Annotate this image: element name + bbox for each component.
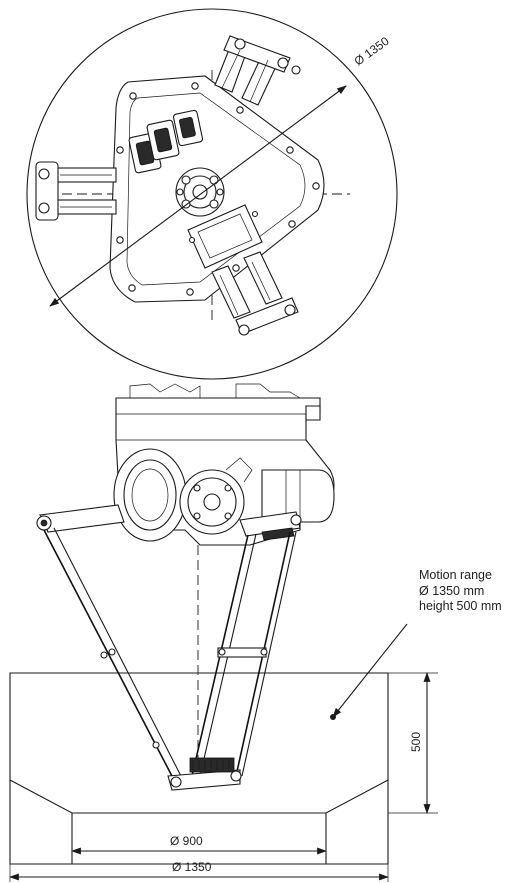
workspace-envelope: Ø 900 Ø 1350 500 [9,623,438,882]
right-upper-arm [239,511,302,541]
housing-oval [113,448,187,542]
outer-diameter-label: Ø 1350 [172,860,212,874]
top-diameter-label: Ø 1350 [352,34,392,69]
motor-cylinder [261,469,335,523]
left-upper-arm [36,504,125,533]
workspace-circle-top-view [26,8,398,380]
top-diameter-dimension-line [49,85,347,307]
height-label: 500 [409,732,423,752]
motion-range-title: Motion range [419,568,492,582]
motion-range-leader [332,623,408,718]
motion-range-diameter: Ø 1350 mm [419,583,485,598]
housing-drive [179,457,253,535]
left-arm [35,161,117,221]
top-view: Ø 1350 [26,8,398,380]
parallel-rods [43,527,297,781]
motion-range-height: height 500 mm [419,599,502,613]
side-view [36,383,335,791]
inner-diameter-label: Ø 900 [170,834,203,848]
workspace-taper [9,779,389,814]
central-hub [175,167,225,217]
end-effector [167,757,242,791]
motion-range-note: Motion range Ø 1350 mm height 500 mm [419,568,502,615]
